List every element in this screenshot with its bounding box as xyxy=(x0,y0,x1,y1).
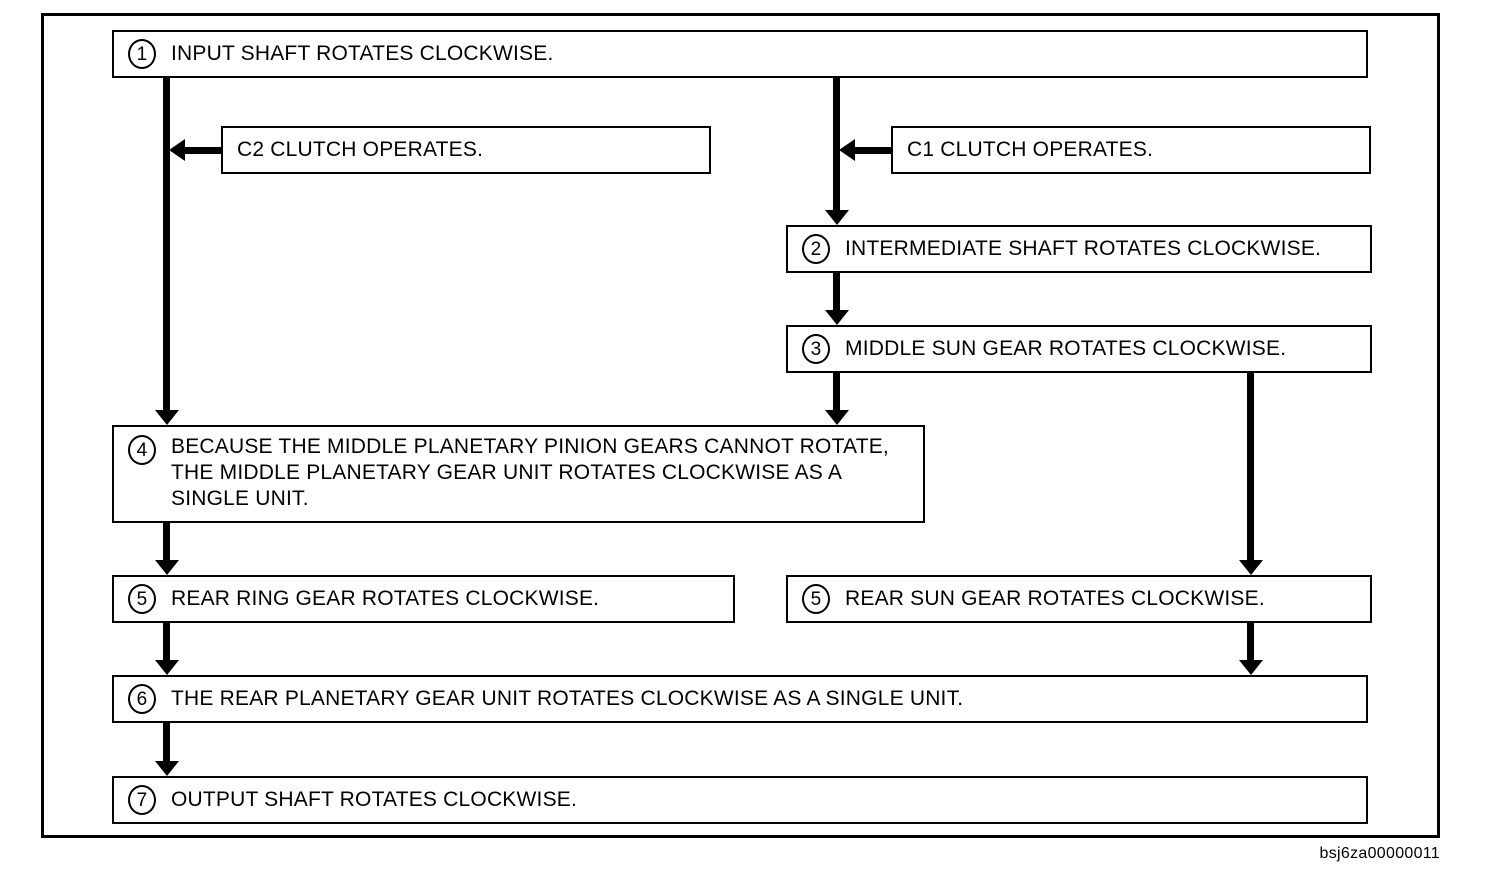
figure-code: bsj6za00000011 xyxy=(1319,845,1440,862)
step-badge-2: 2 xyxy=(802,234,830,264)
flow-box-rear-planetary-label: THE REAR PLANETARY GEAR UNIT ROTATES CLO… xyxy=(171,687,964,710)
connector-rear-ring-to-rear-planetary-line xyxy=(163,623,170,661)
connector-c1-clutch-arrowhead-icon xyxy=(839,139,855,161)
connector-middle-sun-to-rear-sun-arrowhead-icon xyxy=(1239,560,1263,575)
connector-rear-planetary-to-output-line xyxy=(163,723,170,762)
flow-box-intermediate-shaft: 2 INTERMEDIATE SHAFT ROTATES CLOCKWISE. xyxy=(786,225,1372,273)
flow-box-rear-sun-gear-label: REAR SUN GEAR ROTATES CLOCKWISE. xyxy=(845,587,1265,610)
flow-box-c2-clutch: C2 CLUTCH OPERATES. xyxy=(221,126,711,174)
flow-box-rear-ring-gear: 5 REAR RING GEAR ROTATES CLOCKWISE. xyxy=(112,575,735,623)
flow-box-middle-sun-gear: 3 MIDDLE SUN GEAR ROTATES CLOCKWISE. xyxy=(786,325,1372,373)
connector-input-to-intermediate-line xyxy=(833,78,840,211)
step-badge-3: 3 xyxy=(802,334,830,364)
connector-input-to-middle-planetary-arrowhead-icon xyxy=(155,410,179,425)
flow-box-rear-ring-gear-label: REAR RING GEAR ROTATES CLOCKWISE. xyxy=(171,587,600,610)
connector-c2-clutch-arrowhead-icon xyxy=(169,139,185,161)
connector-input-to-middle-planetary-line xyxy=(163,78,170,411)
flow-box-output-shaft: 7 OUTPUT SHAFT ROTATES CLOCKWISE. xyxy=(112,776,1368,824)
flow-box-c1-clutch: C1 CLUTCH OPERATES. xyxy=(891,126,1371,174)
flow-box-middle-planetary-label: BECAUSE THE MIDDLE PLANETARY PINION GEAR… xyxy=(171,435,889,510)
flow-box-output-shaft-label: OUTPUT SHAFT ROTATES CLOCKWISE. xyxy=(171,788,578,811)
connector-middle-sun-to-middle-planetary-line xyxy=(833,373,840,411)
flow-box-rear-sun-gear: 5 REAR SUN GEAR ROTATES CLOCKWISE. xyxy=(786,575,1372,623)
flow-box-c1-clutch-label: C1 CLUTCH OPERATES. xyxy=(907,138,1154,161)
connector-intermediate-to-middle-sun-line xyxy=(833,273,840,311)
flow-box-input-shaft-label: INPUT SHAFT ROTATES CLOCKWISE. xyxy=(171,42,554,65)
step-badge-6: 6 xyxy=(128,684,156,714)
connector-middle-sun-to-rear-sun-line xyxy=(1247,373,1254,561)
connector-c1-clutch-line xyxy=(855,147,891,154)
connector-middle-planetary-to-rear-ring-arrowhead-icon xyxy=(155,560,179,575)
flow-box-c2-clutch-label: C2 CLUTCH OPERATES. xyxy=(237,138,484,161)
flow-box-middle-sun-gear-label: MIDDLE SUN GEAR ROTATES CLOCKWISE. xyxy=(845,337,1287,360)
connector-rear-ring-to-rear-planetary-arrowhead-icon xyxy=(155,660,179,675)
connector-middle-sun-to-middle-planetary-arrowhead-icon xyxy=(825,410,849,425)
step-badge-1: 1 xyxy=(128,39,156,69)
flow-box-middle-planetary: 4 BECAUSE THE MIDDLE PLANETARY PINION GE… xyxy=(112,425,925,523)
flow-box-intermediate-shaft-label: INTERMEDIATE SHAFT ROTATES CLOCKWISE. xyxy=(845,237,1322,260)
step-badge-4: 4 xyxy=(128,435,156,465)
connector-rear-sun-to-rear-planetary-arrowhead-icon xyxy=(1239,660,1263,675)
connector-rear-planetary-to-output-arrowhead-icon xyxy=(155,761,179,776)
connector-input-to-intermediate-arrowhead-icon xyxy=(825,210,849,225)
step-badge-7: 7 xyxy=(128,785,156,815)
connector-rear-sun-to-rear-planetary-line xyxy=(1247,623,1254,661)
connector-intermediate-to-middle-sun-arrowhead-icon xyxy=(825,310,849,325)
flow-box-input-shaft: 1 INPUT SHAFT ROTATES CLOCKWISE. xyxy=(112,30,1368,78)
connector-c2-clutch-line xyxy=(184,147,221,154)
step-badge-5-right: 5 xyxy=(802,584,830,614)
flow-box-rear-planetary: 6 THE REAR PLANETARY GEAR UNIT ROTATES C… xyxy=(112,675,1368,723)
connector-middle-planetary-to-rear-ring-line xyxy=(163,523,170,561)
step-badge-5-left: 5 xyxy=(128,584,156,614)
